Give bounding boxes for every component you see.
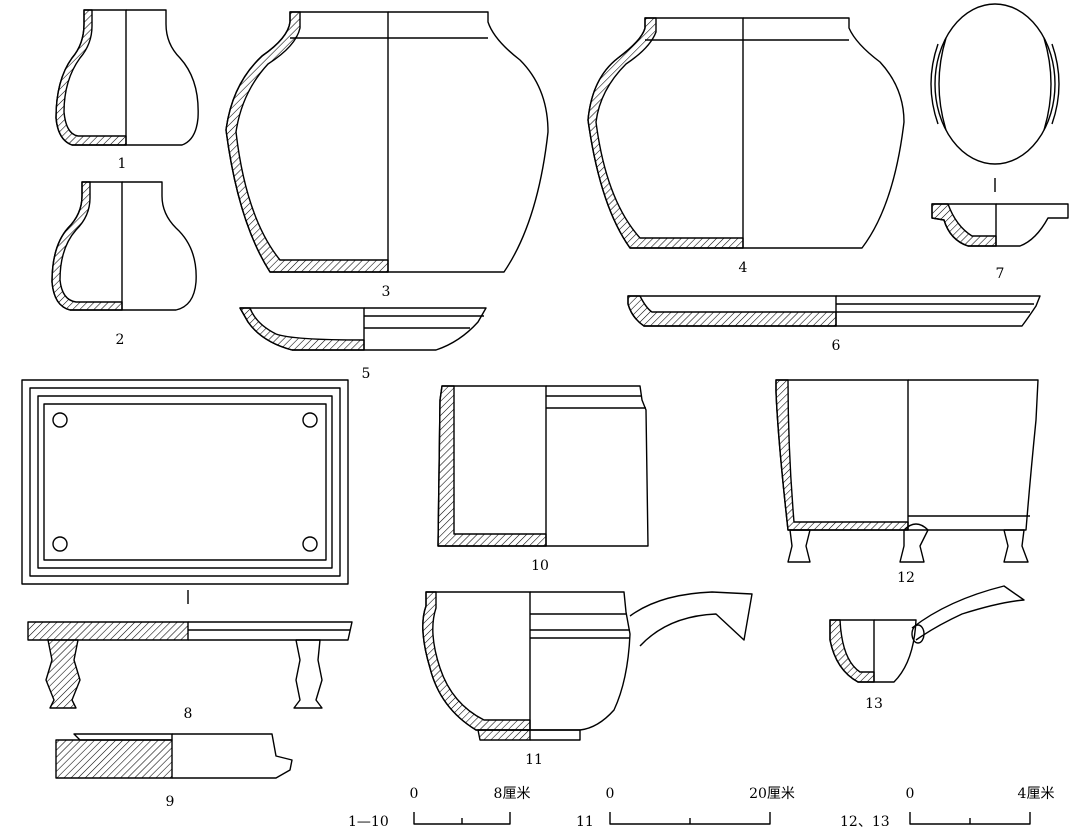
vessel-9 [55,733,293,779]
vessel-7 [930,3,1069,247]
scale-11-end: 20厘米 [749,786,795,802]
label-3: 3 [382,284,391,300]
scale-1-10-group: 1—10 [348,814,389,830]
vessel-5 [239,307,487,351]
label-10: 10 [531,558,549,574]
vessel-6 [627,295,1041,327]
label-5: 5 [362,366,371,382]
label-4: 4 [739,260,748,276]
vessel-12 [775,379,1039,563]
scale-labels: 1—10 0 8厘米 11 0 20厘米 12、13 0 4厘米 [348,786,1054,830]
vessel-11 [422,591,753,741]
label-6: 6 [832,338,841,354]
vessel-3 [225,11,549,273]
label-8: 8 [184,706,193,722]
figure-labels: 1 2 3 4 5 6 7 8 9 10 11 12 13 [116,156,1005,810]
label-1: 1 [118,156,127,172]
scale-11-start: 0 [606,786,615,802]
scale-1-10-end: 8厘米 [494,786,531,802]
label-13: 13 [865,696,883,712]
scale-bar-1-10 [413,812,511,825]
scale-12-13-group: 12、13 [840,814,890,830]
vessel-10 [437,385,649,547]
vessel-13 [829,585,1025,683]
label-12: 12 [897,570,915,586]
scale-bar-12-13 [909,812,1031,825]
scale-bar-11 [609,812,771,825]
scale-12-13-start: 0 [906,786,915,802]
label-2: 2 [116,332,125,348]
label-7: 7 [996,266,1005,282]
vessel-8 [21,379,353,709]
vessel-4 [587,17,905,249]
scale-12-13-end: 4厘米 [1018,786,1055,802]
vessel-1 [55,9,199,146]
label-9: 9 [166,794,175,810]
label-11: 11 [525,752,543,768]
vessel-2 [51,181,197,311]
scale-1-10-start: 0 [410,786,419,802]
scale-11-group: 11 [576,814,594,830]
